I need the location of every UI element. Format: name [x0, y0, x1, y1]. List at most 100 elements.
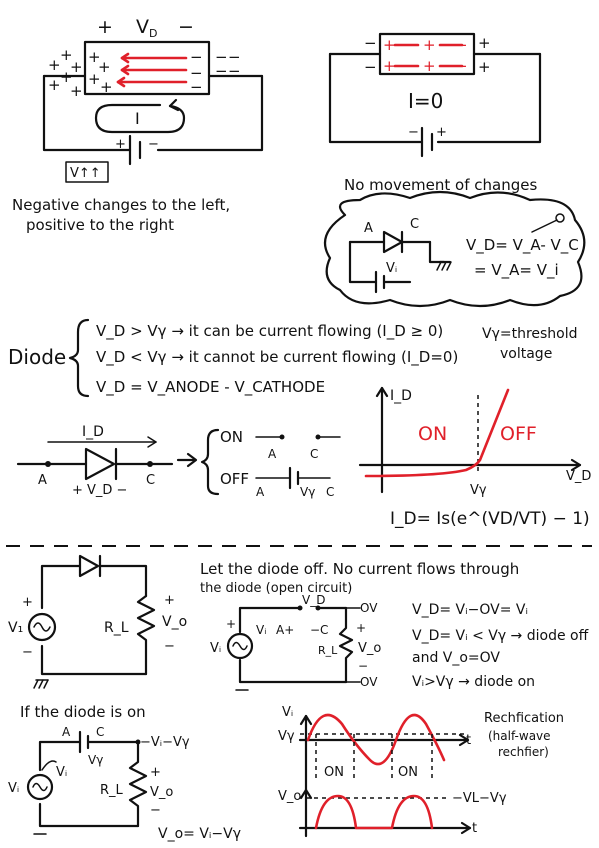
rule-line3: V_D = V_ANODE - V_CATHODE — [96, 378, 325, 397]
symbol-id-label: I_D — [82, 424, 104, 440]
vo-wave — [314, 794, 434, 830]
svg-text:+: + — [478, 34, 491, 52]
svg-text:+: + — [70, 58, 83, 76]
on-eq: V_o= Vᵢ−Vγ — [158, 826, 241, 842]
svg-text:−: − — [190, 78, 203, 96]
off-eq2: V_D= Vᵢ < Vγ → diode off — [412, 628, 589, 644]
off-eq1: V_D= Vᵢ−OV= Vᵢ — [412, 602, 528, 618]
mid-vi2: Vᵢ — [256, 623, 266, 637]
caption-line1: Negative changes to the left, — [12, 196, 230, 214]
svg-text:+: + — [383, 57, 396, 75]
svg-text:+: + — [48, 56, 61, 74]
svg-text:+: + — [70, 82, 83, 100]
vd-label: V — [136, 16, 149, 38]
off-note1: Let the diode off. No current flows thro… — [200, 560, 519, 578]
left-source-label: V₁ — [8, 620, 23, 636]
svg-text:−: − — [215, 62, 228, 80]
diode-title: Diode — [8, 345, 66, 369]
iv-curve-line — [364, 388, 510, 478]
left-diode — [78, 554, 100, 578]
svg-text:+: + — [22, 595, 33, 610]
wave-on1: ON — [324, 765, 344, 780]
vd-plus: + — [97, 16, 113, 38]
svg-text:−: − — [358, 659, 368, 673]
negative-charges: −−− −− −− — [190, 48, 241, 96]
mid-a: A+ — [276, 623, 294, 637]
svg-text:−: − — [190, 64, 203, 82]
off-eq3: and V_o=OV — [412, 650, 500, 666]
on-c: C — [96, 725, 104, 739]
svg-text:+: + — [88, 70, 101, 88]
rule-line2: V_D < Vγ → it cannot be current flowing … — [96, 348, 458, 367]
panel-no-current: + − −− ++ ++ ++ −− −− I=0 No movement of… — [323, 32, 586, 308]
svg-text:−: − — [364, 58, 377, 76]
on-case-title: If the diode is on — [20, 703, 146, 721]
on-vi-src2: Vᵢ — [8, 781, 19, 796]
left-resistor — [136, 594, 156, 676]
iv-on-region: ON — [418, 423, 447, 445]
charge-arrows — [116, 52, 188, 88]
symbol-a-label: A — [38, 473, 47, 488]
mid-vo: V_o — [358, 641, 381, 656]
current-label: I — [135, 109, 140, 128]
svg-text:+: + — [60, 68, 73, 86]
wave-vo-label: V_o — [278, 789, 301, 804]
rect-note1: Rechfication — [484, 711, 564, 726]
on-state-label: ON — [220, 428, 243, 446]
left-source — [27, 612, 57, 642]
symbol-c-label: C — [146, 473, 155, 488]
svg-text:+: + — [383, 36, 396, 54]
positive-charges: +++ +++ ++++ — [48, 46, 113, 100]
cloud-a-label: A — [364, 221, 373, 236]
mid-rl: R_L — [318, 644, 338, 657]
svg-text:+: + — [88, 48, 101, 66]
vd-sub: D — [149, 27, 157, 40]
svg-text:+: + — [115, 137, 126, 152]
rect-note2: (half-wave — [488, 729, 551, 743]
iv-curve: I_D V_D Vγ ON OFF I_D= Is(e^(VD/VT) − 1) — [358, 386, 591, 529]
diode-symbol: I_D A C + V_D − ON A C OFF A Vγ C — [16, 424, 341, 499]
svg-text:−: − — [164, 639, 175, 654]
svg-text:+: + — [98, 58, 111, 76]
off-vy: Vγ — [300, 485, 315, 499]
iv-off-region: OFF — [500, 423, 537, 445]
caption-line2: positive to the right — [26, 216, 174, 234]
panel-charge-separation: + V D − + − +++ +++ ++++ −−− −− −− — [12, 16, 264, 234]
mid-ov-top: OV — [360, 601, 378, 615]
svg-text:+: + — [356, 621, 366, 635]
cloud-eq1: V_D= V_A- V_C — [466, 236, 579, 255]
wire-loop-right — [156, 74, 264, 152]
wave-on2: ON — [398, 765, 418, 780]
vd-increase-label: V↑↑ — [70, 166, 101, 181]
semiconductor-block — [83, 40, 211, 96]
current-loop-arrow — [94, 103, 186, 134]
svg-text:+: + — [164, 593, 175, 608]
cloud-eq2: = V_A= V_i — [474, 261, 559, 280]
cloud-c-label: C — [410, 217, 419, 232]
mid-vd: V_D — [302, 593, 325, 607]
left-rl-label: R_L — [104, 620, 129, 636]
svg-text:−: − — [408, 125, 419, 140]
svg-text:−: − — [215, 48, 228, 66]
off-state-label: OFF — [220, 470, 249, 488]
mid-ov-bottom: OV — [360, 675, 378, 689]
on-vy: Vγ — [88, 753, 103, 767]
svg-text:+: + — [60, 46, 73, 64]
mid-c: −C — [310, 623, 328, 637]
on-vo: V_o — [150, 785, 173, 800]
svg-text:−: − — [148, 137, 159, 152]
off-c: C — [326, 485, 334, 499]
left-vo-label: V_o — [162, 614, 187, 630]
wave-t-label: t — [466, 733, 471, 748]
off-a: A — [256, 485, 265, 499]
wave-vy-label: Vγ — [278, 729, 295, 744]
svg-text:+: + — [478, 58, 491, 76]
rules-brace — [68, 318, 90, 398]
cloud-vi-label: Vᵢ — [386, 261, 397, 276]
svg-text:−: − — [22, 645, 33, 660]
svg-text:−: − — [228, 62, 241, 80]
svg-text:+: + — [150, 765, 161, 780]
caption-no-movement: No movement of changes — [344, 176, 537, 194]
svg-text:−: − — [228, 48, 241, 66]
